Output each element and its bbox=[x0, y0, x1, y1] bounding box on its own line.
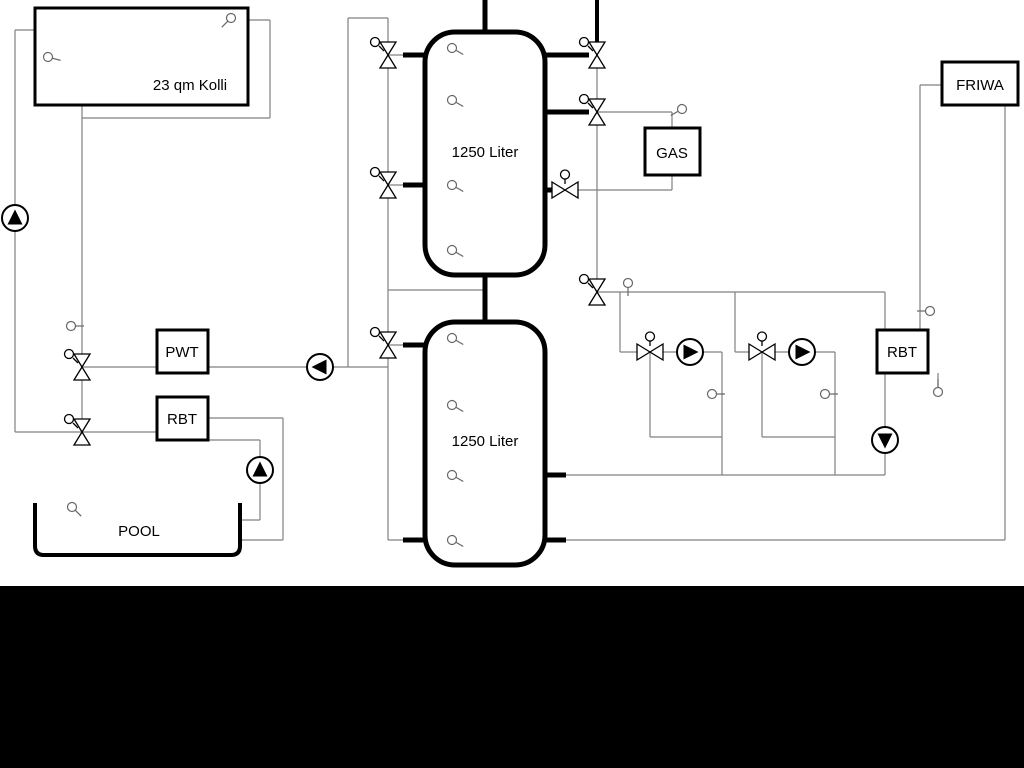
gas-label: GAS bbox=[656, 145, 688, 162]
collector-pump-icon bbox=[1, 204, 29, 232]
heating-circuit2-pump-icon bbox=[788, 338, 816, 366]
gas-boiler-box bbox=[643, 126, 702, 177]
collector-label: 23 qm Kolli bbox=[153, 77, 227, 94]
heating-circuit1-pump-icon bbox=[676, 338, 704, 366]
labels: 23 qm Kolli 1250 Liter 1250 Liter GAS FR… bbox=[118, 77, 1004, 540]
thin-pipes bbox=[14, 17, 1006, 541]
pwt-pump-icon bbox=[306, 353, 334, 381]
rbt-left-label: RBT bbox=[167, 411, 197, 428]
pwt-label: PWT bbox=[165, 344, 198, 361]
equipment-boxes bbox=[33, 6, 1020, 568]
friwa-label: FRIWA bbox=[956, 77, 1004, 94]
friwa-station-box bbox=[940, 60, 1020, 107]
pool-basin bbox=[33, 503, 242, 557]
bottom-black-bar bbox=[0, 586, 1024, 768]
pool-label: POOL bbox=[118, 523, 160, 540]
pwt-heat-exchanger-box bbox=[155, 328, 210, 375]
tank-top-label: 1250 Liter bbox=[452, 144, 519, 161]
rbt-right-label: RBT bbox=[887, 344, 917, 361]
friwa-pump-icon bbox=[871, 426, 899, 454]
rbt-left-box bbox=[155, 395, 210, 442]
solar-collector-box bbox=[33, 6, 250, 107]
pool-pump-icon bbox=[246, 456, 274, 484]
tank-bottom-label: 1250 Liter bbox=[452, 433, 519, 450]
thick-pipes bbox=[403, 0, 599, 543]
rbt-right-box bbox=[875, 328, 930, 375]
